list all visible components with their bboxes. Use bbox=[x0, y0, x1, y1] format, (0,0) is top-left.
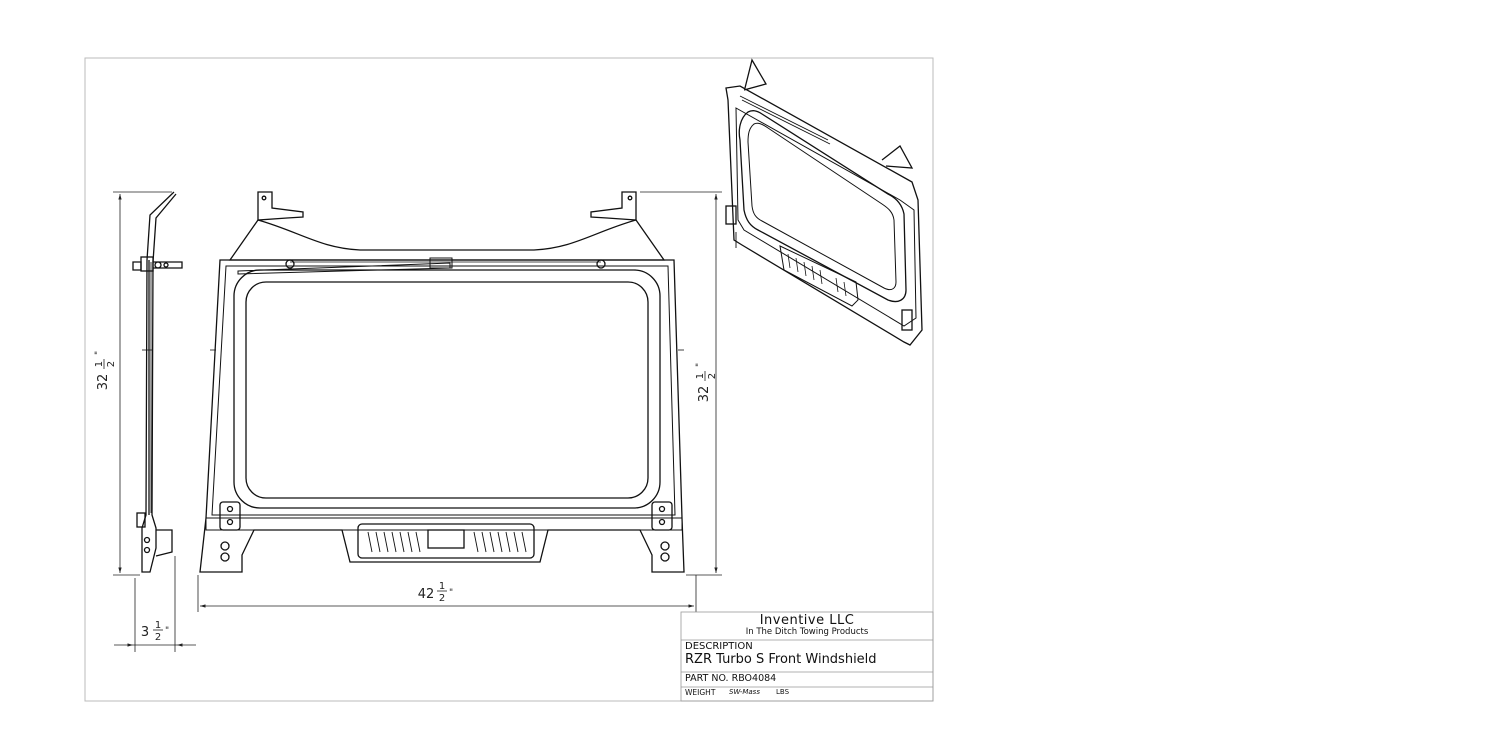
description-label: DESCRIPTION bbox=[685, 641, 753, 652]
dimension-lines bbox=[113, 191, 722, 652]
title-block-weight: WEIGHT SW-Mass LBS bbox=[681, 687, 933, 701]
weight-unit: LBS bbox=[776, 688, 790, 696]
weight-label: WEIGHT bbox=[685, 688, 716, 697]
part-number: PART NO. RBO4084 bbox=[685, 673, 777, 684]
dim-height-left-num: 1 bbox=[94, 361, 105, 367]
dim-depth-whole: 3 bbox=[141, 625, 149, 640]
dim-width-whole: 42 bbox=[418, 587, 435, 602]
dim-height-left-whole: 32 bbox=[96, 374, 111, 391]
dim-width-den: 2 bbox=[439, 593, 445, 604]
dim-height-left-den: 2 bbox=[106, 361, 117, 367]
dim-height-right-den: 2 bbox=[707, 373, 718, 379]
company-subtitle: In The Ditch Towing Products bbox=[745, 627, 869, 637]
dim-height-right: 32 1 2 " bbox=[695, 363, 718, 402]
dim-width: 42 1 2 " bbox=[418, 581, 453, 604]
title-block: Inventive LLC In The Ditch Towing Produc… bbox=[681, 612, 933, 701]
dim-width-num: 1 bbox=[439, 581, 445, 592]
dim-height-right-whole: 32 bbox=[697, 386, 712, 403]
dim-depth-den: 2 bbox=[155, 632, 161, 643]
dim-width-unit: " bbox=[449, 588, 453, 598]
dim-height-left-unit: " bbox=[94, 351, 104, 355]
dim-height-right-num: 1 bbox=[695, 373, 706, 379]
dim-depth: 3 1 2 " bbox=[141, 620, 169, 643]
description-value: RZR Turbo S Front Windshield bbox=[685, 652, 877, 667]
isometric-view bbox=[725, 58, 923, 346]
title-block-description: DESCRIPTION RZR Turbo S Front Windshield bbox=[681, 641, 933, 672]
front-view bbox=[199, 191, 685, 573]
dim-depth-unit: " bbox=[165, 626, 169, 636]
side-view bbox=[132, 191, 183, 573]
title-block-company: Inventive LLC In The Ditch Towing Produc… bbox=[681, 612, 933, 640]
dim-height-right-unit: " bbox=[695, 363, 705, 367]
sheet-border bbox=[84, 57, 934, 702]
dim-depth-num: 1 bbox=[155, 620, 161, 631]
title-block-lines bbox=[680, 611, 934, 702]
dim-height-left: 32 1 2 " bbox=[94, 351, 117, 390]
company-name: Inventive LLC bbox=[759, 613, 855, 628]
weight-value: SW-Mass bbox=[729, 688, 760, 696]
title-block-part-no: PART NO. RBO4084 bbox=[681, 673, 933, 687]
